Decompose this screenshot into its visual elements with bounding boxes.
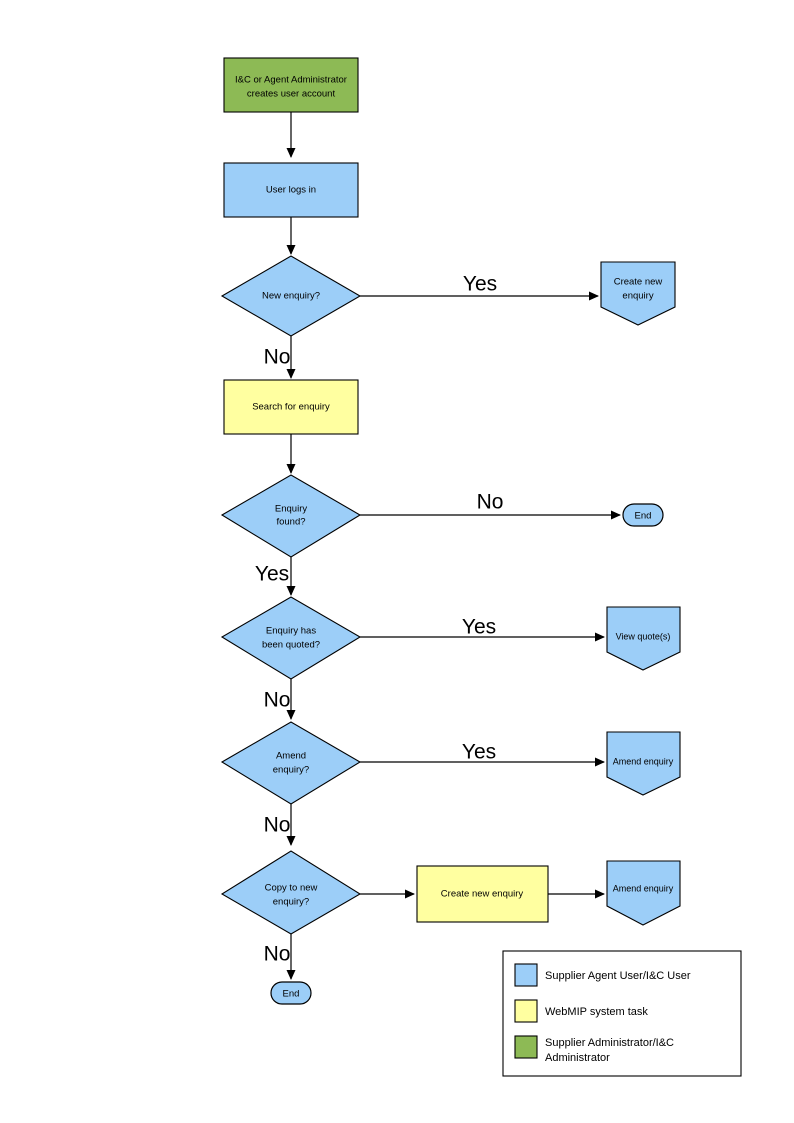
node-label-line1: Amend <box>276 751 306 762</box>
node-shape-pentagon <box>606 731 681 796</box>
node-create-new-enquiry-system[interactable]: Create new enquiry <box>416 865 549 923</box>
node-shape-pentagon <box>600 261 676 326</box>
edge-label-no-enquiry-found: No <box>477 491 504 514</box>
node-create-new-enquiry-pentagon[interactable]: Create new enquiry <box>600 261 676 326</box>
node-new-enquiry-decision[interactable]: New enquiry? <box>220 255 362 337</box>
node-label: Search for enquiry <box>252 402 330 413</box>
node-shape-decision <box>220 721 362 805</box>
edge-label-no-copy: No <box>264 943 291 966</box>
node-end-terminator-top[interactable]: End <box>622 503 664 527</box>
node-copy-to-new-enquiry-decision[interactable]: Copy to new enquiry? <box>220 850 362 935</box>
node-label-line1: Copy to new <box>265 883 318 894</box>
node-label-line2: been quoted? <box>262 640 320 651</box>
node-label: Amend enquiry <box>613 883 674 893</box>
node-label-line2: enquiry <box>622 291 653 302</box>
edge-label-no-new-enquiry: No <box>264 346 291 369</box>
node-user-logs-in[interactable]: User logs in <box>223 162 359 218</box>
node-shape-process <box>416 865 549 923</box>
node-shape-process <box>223 162 359 218</box>
node-amend-enquiry-decision[interactable]: Amend enquiry? <box>220 721 362 805</box>
node-label: View quote(s) <box>616 631 671 641</box>
node-label-line1: I&C or Agent Administrator <box>235 75 347 86</box>
edge-labels: Yes No No Yes Yes No Yes No No <box>255 273 504 966</box>
node-shape-process <box>223 57 359 113</box>
node-enquiry-quoted-decision[interactable]: Enquiry has been quoted? <box>220 596 362 680</box>
legend: Supplier Agent User/I&C User WebMIP syst… <box>502 950 742 1077</box>
node-label: New enquiry? <box>262 291 320 302</box>
edge-label-yes-quoted: Yes <box>462 616 496 639</box>
edge-label-no-amend: No <box>264 814 291 837</box>
node-label: Amend enquiry <box>613 756 674 766</box>
legend-swatch-webmip-system-task <box>514 999 538 1023</box>
legend-swatch-supplier-agent-user <box>514 963 538 987</box>
edge-label-no-quoted: No <box>264 689 291 712</box>
legend-label-webmip-system-task: WebMIP system task <box>545 1006 648 1018</box>
legend-swatch-supplier-administrator <box>514 1035 538 1059</box>
node-label: End <box>283 989 300 1000</box>
node-amend-enquiry-pentagon-top[interactable]: Amend enquiry <box>606 731 681 796</box>
node-shape-decision <box>220 850 362 935</box>
node-amend-enquiry-pentagon-bottom[interactable]: Amend enquiry <box>606 860 681 926</box>
node-label: User logs in <box>266 185 316 196</box>
node-shape-decision <box>220 596 362 680</box>
node-view-quotes-pentagon[interactable]: View quote(s) <box>606 606 681 671</box>
legend-container <box>502 950 742 1077</box>
node-shape-pentagon <box>606 606 681 671</box>
node-shape-decision <box>220 255 362 337</box>
node-label-line1: Enquiry has <box>266 626 316 637</box>
legend-label-supplier-administrator-line1: Supplier Administrator/I&C <box>545 1037 674 1049</box>
node-shape-process <box>223 379 359 435</box>
node-shape-decision <box>220 474 362 558</box>
connectors <box>286 112 621 980</box>
node-shape-terminator <box>270 981 312 1005</box>
node-label-line2: enquiry? <box>273 897 309 908</box>
edge-label-yes-new-enquiry: Yes <box>463 273 497 296</box>
node-label-line2: enquiry? <box>273 765 309 776</box>
legend-label-supplier-agent-user: Supplier Agent User/I&C User <box>545 970 691 982</box>
node-enquiry-found-decision[interactable]: Enquiry found? <box>220 474 362 558</box>
legend-label-supplier-administrator-line2: Administrator <box>545 1052 610 1064</box>
node-label-line2: found? <box>276 517 305 528</box>
node-end-terminator-bottom[interactable]: End <box>270 981 312 1005</box>
node-shape-terminator <box>622 503 664 527</box>
node-label-line1: Create new <box>614 277 663 288</box>
node-label-line2: creates user account <box>247 89 336 100</box>
node-label: Create new enquiry <box>441 889 524 900</box>
node-label: End <box>635 511 652 522</box>
node-label-line1: Enquiry <box>275 504 307 515</box>
node-search-for-enquiry[interactable]: Search for enquiry <box>223 379 359 435</box>
edge-label-yes-amend: Yes <box>462 741 496 764</box>
node-admin-creates-user-account[interactable]: I&C or Agent Administrator creates user … <box>223 57 359 113</box>
edge-label-yes-enquiry-found: Yes <box>255 563 289 586</box>
node-shape-pentagon <box>606 860 681 926</box>
